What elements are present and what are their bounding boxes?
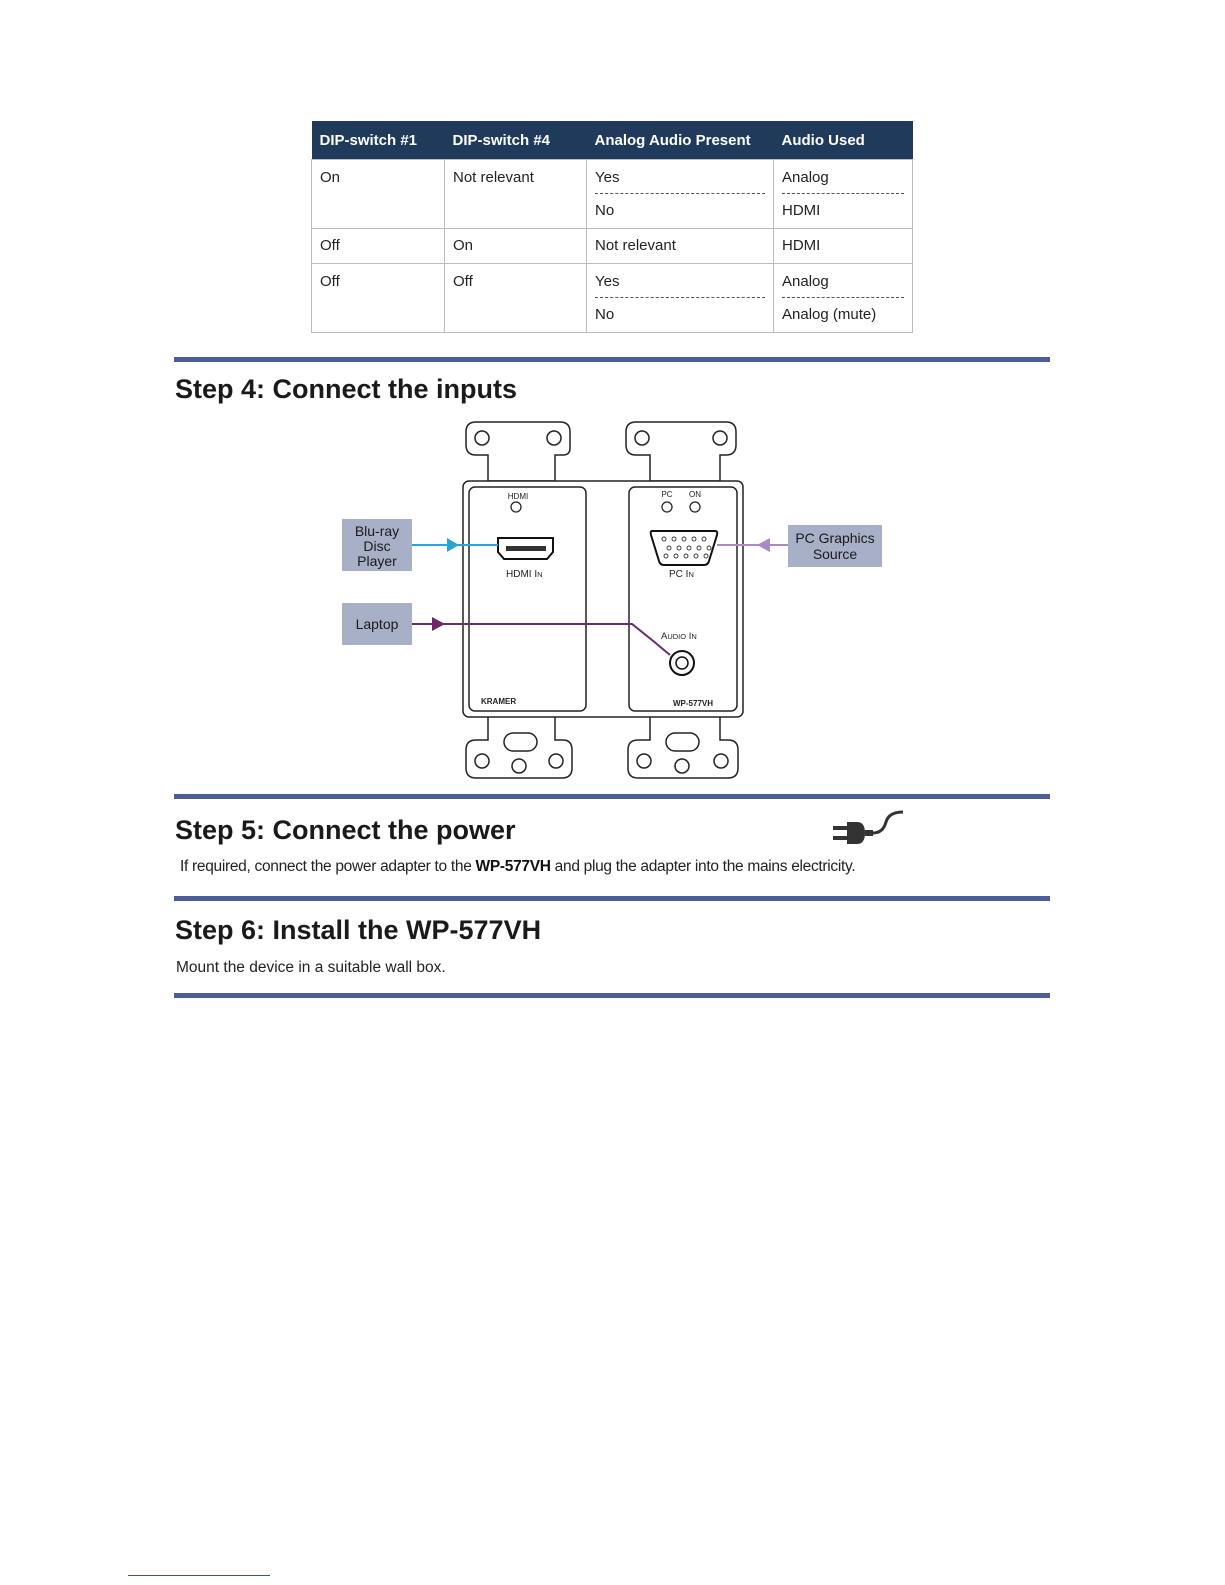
dashed-separator bbox=[782, 193, 904, 194]
pc-cable-arrow bbox=[757, 538, 770, 552]
laptop-cable-line bbox=[412, 623, 671, 656]
screw-hole bbox=[636, 753, 652, 769]
step6-heading: Step 6: Install the WP-577VH bbox=[175, 915, 542, 945]
step5-heading: Step 5: Connect the power bbox=[175, 815, 516, 845]
slot-hole bbox=[665, 732, 700, 752]
pc-source-label-2: Source bbox=[813, 546, 858, 562]
table-cell: HDMI bbox=[773, 228, 913, 264]
pc-in-label: PC IN bbox=[669, 569, 694, 580]
hdmi-port-pins bbox=[506, 546, 546, 551]
table-cell: On bbox=[444, 228, 587, 264]
screw-hole bbox=[511, 758, 527, 774]
pc-source-box bbox=[788, 525, 882, 567]
table-header-row: DIP-switch #1 DIP-switch #4 Analog Audio… bbox=[311, 121, 913, 160]
screw-hole bbox=[712, 430, 728, 446]
on-led-label: ON bbox=[689, 490, 701, 499]
screw-hole bbox=[546, 430, 562, 446]
footnote-separator bbox=[128, 1575, 270, 1576]
bluray-label-1: Blu-ray bbox=[355, 523, 399, 539]
screw-hole bbox=[634, 430, 650, 446]
section-divider bbox=[174, 993, 1050, 998]
hdmi-led-label: HDMI bbox=[508, 492, 528, 501]
screw-hole bbox=[713, 753, 729, 769]
pc-led-label: PC bbox=[661, 490, 672, 499]
on-led-icon bbox=[689, 501, 701, 513]
vga-pins bbox=[661, 536, 712, 559]
section-divider bbox=[174, 794, 1050, 799]
screw-hole bbox=[674, 758, 690, 774]
model-label: WP-577VH bbox=[673, 699, 713, 708]
pc-source-label-1: PC Graphics bbox=[795, 530, 874, 546]
vga-module bbox=[628, 486, 738, 712]
slot-hole bbox=[503, 732, 538, 752]
step5-instructions: If required, connect the power adapter t… bbox=[180, 858, 856, 875]
table-cell: Off bbox=[311, 263, 445, 333]
table-cell: Not relevant bbox=[586, 228, 774, 264]
step6-instructions: Mount the device in a suitable wall box. bbox=[176, 959, 446, 976]
bluray-label-3: Player bbox=[357, 553, 397, 569]
hdmi-in-label: HDMI IN bbox=[506, 569, 543, 580]
hdmi-cable-arrow bbox=[447, 538, 459, 552]
power-plug-icon bbox=[833, 810, 904, 844]
table-cell: Analog HDMI bbox=[773, 159, 913, 229]
dashed-separator bbox=[782, 297, 904, 298]
table-cell: On bbox=[311, 159, 445, 229]
screw-hole bbox=[474, 753, 490, 769]
section-divider bbox=[174, 357, 1050, 362]
screw-hole bbox=[548, 753, 564, 769]
bluray-source-box bbox=[342, 519, 412, 571]
dashed-separator bbox=[595, 297, 765, 298]
dashed-separator bbox=[595, 193, 765, 194]
hdmi-led-icon bbox=[510, 501, 522, 513]
table-cell: Yes No bbox=[586, 263, 774, 333]
table-cell: Not relevant bbox=[444, 159, 587, 229]
screw-hole bbox=[474, 430, 490, 446]
table-row: Off Off Yes No Analog Analog (mute) bbox=[311, 263, 913, 333]
laptop-label: Laptop bbox=[356, 616, 399, 632]
table-cell: Off bbox=[311, 228, 445, 264]
table-header: DIP-switch #4 bbox=[444, 121, 587, 160]
pc-led-icon bbox=[661, 501, 673, 513]
table-cell: Analog Analog (mute) bbox=[773, 263, 913, 333]
table-header: Analog Audio Present bbox=[586, 121, 774, 160]
table-cell: Off bbox=[444, 263, 587, 333]
step4-heading: Step 4: Connect the inputs bbox=[175, 374, 518, 404]
bluray-label-2: Disc bbox=[363, 538, 390, 554]
table-row: On Not relevant Yes No Analog HDMI bbox=[311, 159, 913, 229]
laptop-cable-arrow bbox=[432, 617, 445, 631]
table-row: Off On Not relevant HDMI bbox=[311, 228, 913, 264]
section-divider bbox=[174, 896, 1050, 901]
laptop-source-box bbox=[342, 603, 412, 645]
dip-switch-table: DIP-switch #1 DIP-switch #4 Analog Audio… bbox=[311, 121, 913, 333]
wall-plate-connection-diagram: HDMI HDMI IN KRAMER PC ON PC IN AUDIO IN… bbox=[342, 421, 882, 779]
audio-in-label: AUDIO IN bbox=[661, 631, 697, 642]
hdmi-module bbox=[468, 486, 587, 712]
audio-jack-inner bbox=[675, 656, 689, 670]
kramer-brand-label: KRAMER bbox=[481, 697, 516, 706]
table-header: DIP-switch #1 bbox=[311, 121, 445, 160]
table-header: Audio Used bbox=[773, 121, 913, 160]
table-cell: Yes No bbox=[586, 159, 774, 229]
